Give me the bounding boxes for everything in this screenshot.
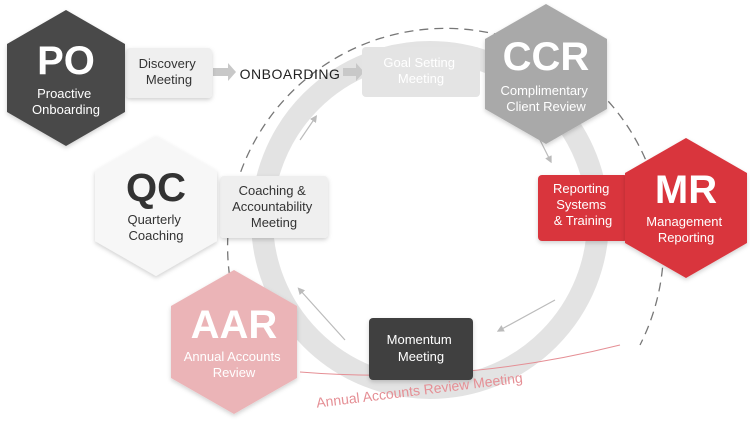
aar-hexagon [171,270,297,414]
ccr-hexagon [485,4,607,144]
reporting-systems-label: Reporting Systems & Training [553,181,613,228]
po-description: Proactive Onboarding [32,86,100,117]
qc-abbreviation: QC [126,166,186,210]
flow-arrow-1 [213,63,236,81]
aar-description: Annual Accounts Review [184,349,284,380]
ccr-abbreviation: CCR [503,35,590,79]
po-hexagon [7,10,125,146]
ring-arrow-left-top [299,115,318,141]
discovery-meeting-box [126,48,212,98]
ring-arrow-right-bottom [496,299,556,332]
ring-arrow-right-top [539,139,552,164]
momentum-meeting-box [369,318,473,380]
momentum-meeting-label: Momentum Meeting [387,332,456,364]
po-abbreviation: PO [37,39,95,83]
goal-setting-meeting-label: Goal Setting Meeting [383,55,458,86]
discovery-meeting-label: Discovery Meeting [139,56,200,87]
qc-hexagon [95,136,217,276]
mr-hexagon [625,138,747,278]
goal-setting-meeting-box [362,47,480,97]
ccr-description: Complimentary Client Review [500,83,591,114]
coaching-accountability-label: Coaching & Accountability Meeting [232,183,316,230]
mr-abbreviation: MR [655,168,717,212]
onboarding-flow-label: ONBOARDING [240,66,341,82]
reporting-systems-box [538,175,628,241]
aar-abbreviation: AAR [191,303,278,347]
coaching-accountability-box [220,176,328,238]
flow-arrow-2 [343,63,364,81]
mr-description: Management Reporting [646,214,726,245]
ring-arrow-left-bottom [297,287,346,341]
qc-description: Quarterly Coaching [127,212,184,243]
